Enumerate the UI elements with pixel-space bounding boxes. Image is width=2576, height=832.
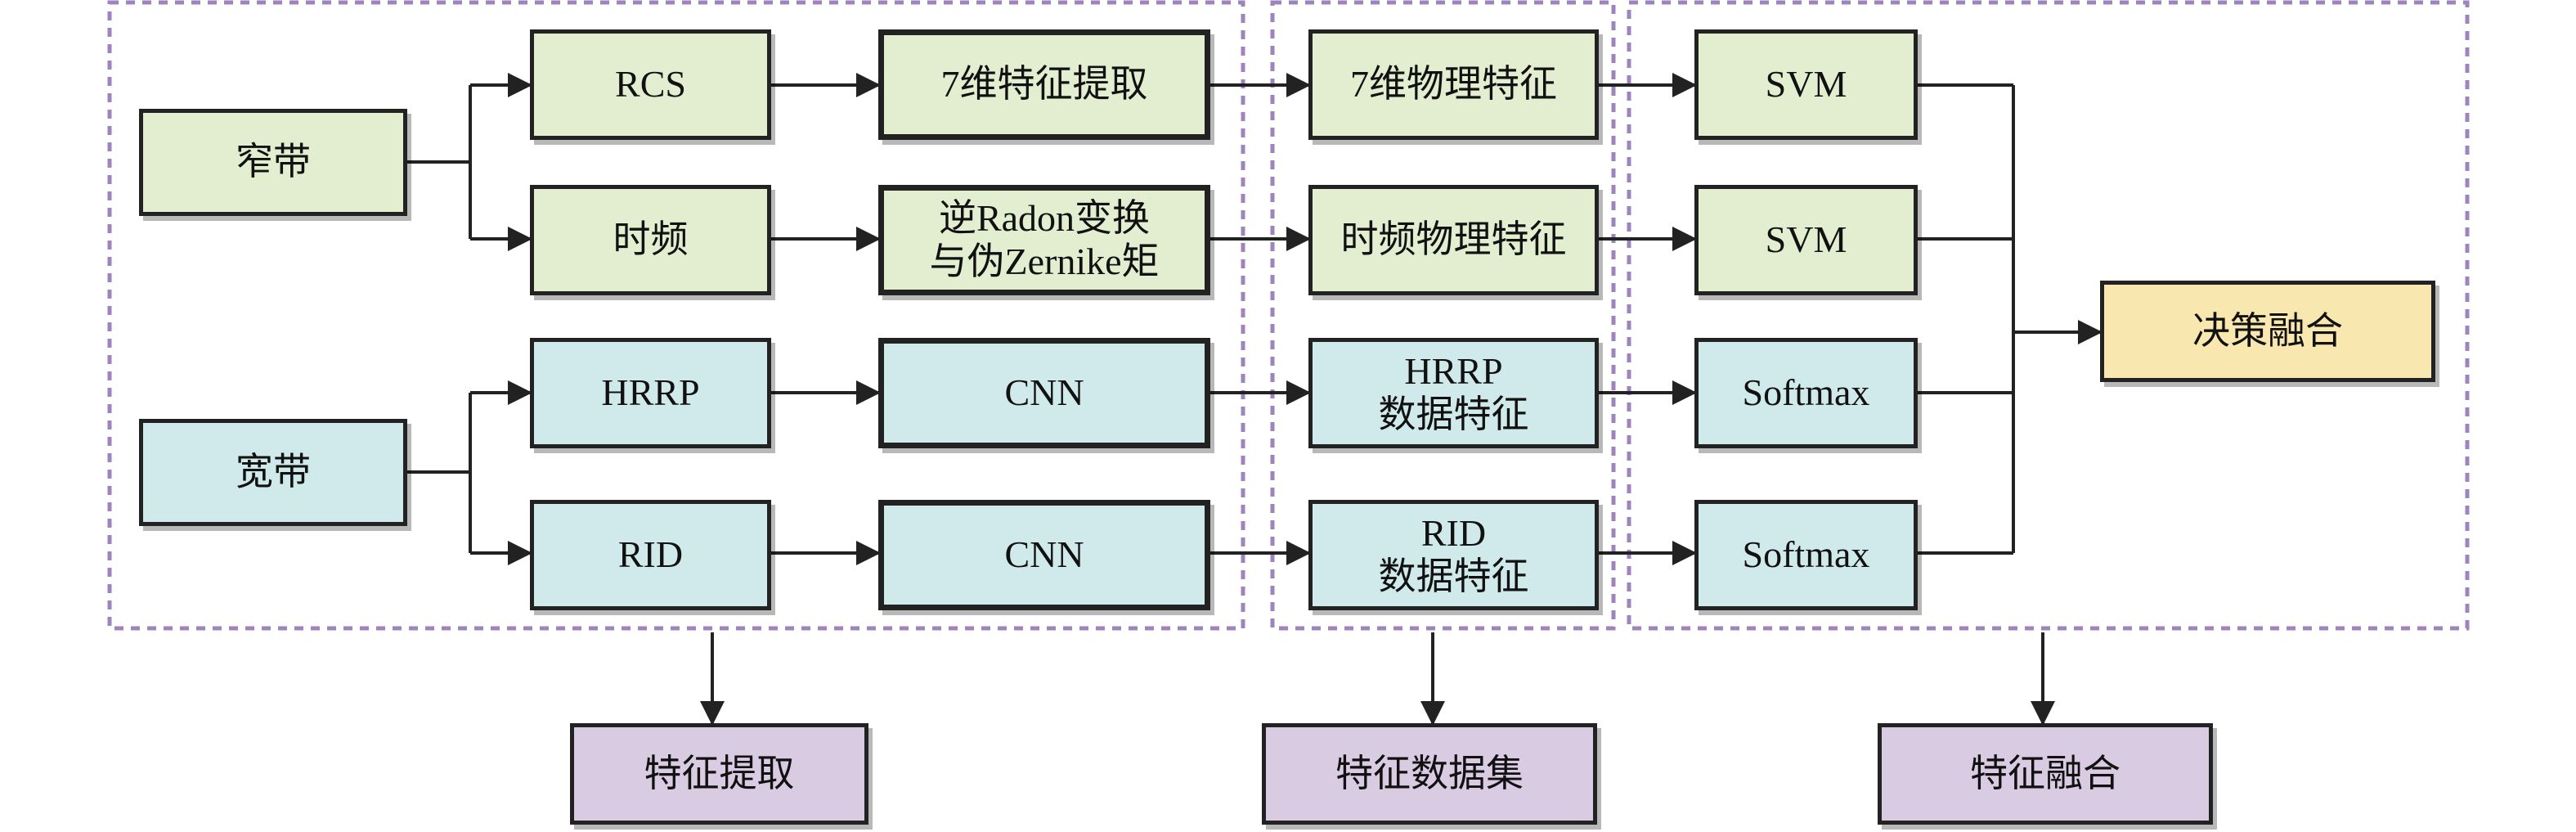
stage-feature-fusion: 特征融合	[1878, 723, 2213, 825]
rid-node: RID	[530, 500, 771, 610]
narrowband-split-connector	[407, 85, 472, 239]
stage-feature-dataset-label: 特征数据集	[1335, 752, 1524, 794]
wideband-split-connector	[407, 393, 472, 553]
feature-dataset-region	[1270, 0, 1616, 631]
rid-cnn-label: CNN	[1004, 533, 1084, 576]
hrrp-cnn-node: CNN	[878, 338, 1210, 448]
softmax-classifier-1-label: Softmax	[1742, 371, 1870, 414]
softmax-classifier-2: Softmax	[1694, 500, 1918, 610]
softmax-classifier-2-label: Softmax	[1742, 533, 1870, 576]
narrowband-node: 窄带	[139, 109, 407, 216]
hrrp-cnn-label: CNN	[1004, 371, 1084, 414]
rid-feature-line2: 数据特征	[1378, 555, 1529, 597]
time-freq-node: 时频	[530, 185, 771, 295]
time-freq-label: 时频	[613, 218, 689, 261]
hrrp-feature-line1: HRRP	[1404, 349, 1503, 392]
wideband-node: 宽带	[139, 419, 407, 526]
rcs-extraction-node: 7维特征提取	[878, 29, 1210, 140]
tf-feature-node: 时频物理特征	[1308, 185, 1599, 295]
hrrp-feature-node: HRRP 数据特征	[1308, 338, 1599, 448]
tf-feature-label: 时频物理特征	[1340, 218, 1567, 261]
tf-extraction-node: 逆Radon变换 与伪Zernike矩	[878, 185, 1210, 295]
stage-feature-dataset: 特征数据集	[1262, 723, 1597, 825]
hrrp-feature-line2: 数据特征	[1378, 393, 1529, 435]
stage-feature-extraction: 特征提取	[570, 723, 868, 825]
wideband-label: 宽带	[236, 451, 311, 493]
svm-classifier-1: SVM	[1694, 29, 1918, 140]
feature-fusion-region	[1627, 0, 2470, 631]
svm-classifier-2: SVM	[1694, 185, 1918, 295]
decision-fusion-node: 决策融合	[2100, 281, 2435, 382]
rcs-extraction-label: 7维特征提取	[940, 63, 1148, 106]
rid-cnn-node: CNN	[878, 500, 1210, 610]
rcs-node: RCS	[530, 29, 771, 140]
stage-feature-fusion-label: 特征融合	[1970, 752, 2120, 794]
narrowband-label: 窄带	[236, 141, 311, 183]
decision-merge-connector	[1918, 83, 2015, 555]
rcs-feature-node: 7维物理特征	[1308, 29, 1599, 140]
softmax-classifier-1: Softmax	[1694, 338, 1918, 448]
decision-fusion-label: 决策融合	[2192, 309, 2343, 352]
rid-feature-node: RID 数据特征	[1308, 500, 1599, 610]
svm-classifier-2-label: SVM	[1765, 218, 1847, 261]
stage-feature-extraction-label: 特征提取	[644, 752, 795, 794]
rid-label: RID	[617, 533, 684, 576]
feature-extraction-region	[107, 0, 1245, 631]
rid-feature-line1: RID	[1420, 511, 1487, 554]
tf-extraction-line2: 与伪Zernike矩	[929, 240, 1160, 282]
hrrp-label: HRRP	[601, 371, 700, 414]
hrrp-node: HRRP	[530, 338, 771, 448]
tf-extraction-line1: 逆Radon变换	[938, 196, 1151, 239]
rcs-label: RCS	[615, 63, 686, 106]
rcs-feature-label: 7维物理特征	[1350, 63, 1557, 106]
svm-classifier-1-label: SVM	[1765, 63, 1847, 106]
